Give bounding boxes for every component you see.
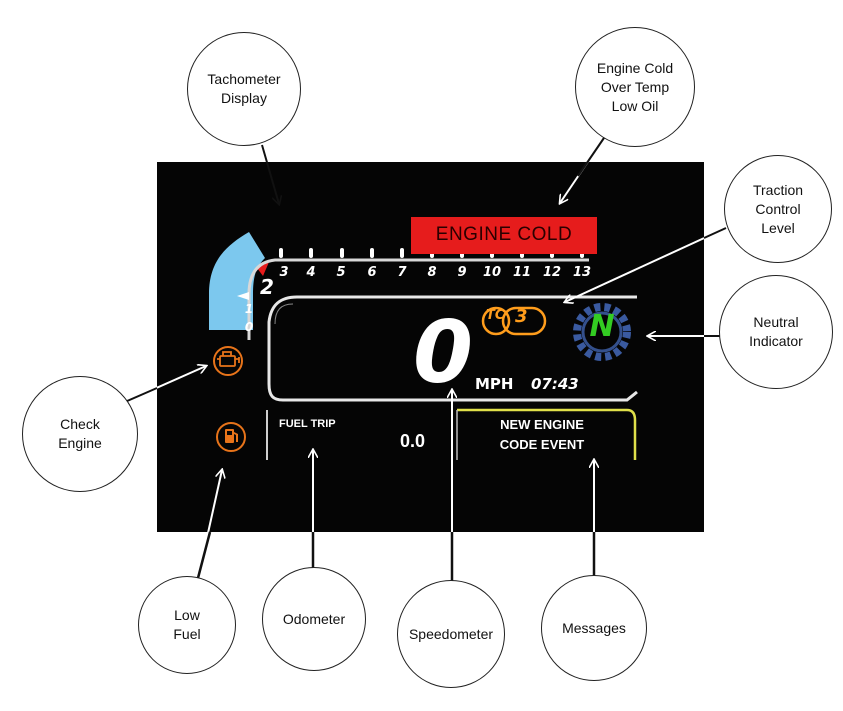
tachometer-arrow bbox=[261, 144, 279, 204]
tach-tick-label: 8 bbox=[427, 265, 437, 280]
tach-low-label: 0 bbox=[244, 320, 254, 334]
speed-panel-inner bbox=[274, 303, 294, 325]
tach-tick-label: 12 bbox=[542, 265, 562, 280]
engine-cold-text: ENGINE COLD bbox=[435, 224, 573, 245]
callout-speedometer: Speedometer bbox=[397, 580, 505, 688]
tach-tick bbox=[340, 248, 344, 258]
tach-tick-label: 4 bbox=[306, 265, 316, 280]
callout-speedometer-label: Speedometer bbox=[408, 625, 494, 642]
callout-low-fuel-label: Low Fuel bbox=[173, 607, 201, 642]
tach-tick bbox=[279, 248, 283, 258]
tach-red-marker bbox=[257, 262, 269, 276]
tach-tick bbox=[309, 248, 313, 258]
tach-low-marker bbox=[237, 292, 249, 300]
callout-messages: Messages bbox=[541, 575, 647, 681]
callout-odometer: Odometer bbox=[262, 567, 366, 671]
check-engine-indicator-ring bbox=[213, 346, 243, 376]
speed-unit: MPH bbox=[475, 375, 514, 393]
callout-low-fuel: Low Fuel bbox=[138, 576, 236, 674]
dashboard-graphics bbox=[209, 232, 638, 460]
gear-ring-inner bbox=[581, 311, 623, 353]
tach-tick-label: 7 bbox=[397, 265, 407, 280]
message-line-1: NEW ENGINE bbox=[500, 417, 584, 432]
tc-level-box bbox=[501, 306, 547, 336]
dashboard-display: ENGINE COLD 3 4 5 6 7 8 9 10 11 12 13 2 … bbox=[157, 162, 704, 532]
tach-tick-label: 9 bbox=[457, 265, 467, 280]
tach-tick bbox=[370, 248, 374, 258]
callout-messages-label: Messages bbox=[562, 619, 626, 636]
callout-tachometer-label: Tachometer Display bbox=[207, 71, 281, 106]
callout-odometer-label: Odometer bbox=[282, 610, 346, 627]
trip-label: FUEL TRIP bbox=[279, 418, 336, 430]
callout-traction-control: Traction Control Level bbox=[724, 155, 832, 263]
tach-tick-label: 10 bbox=[482, 265, 502, 280]
tc-level-value: 3 bbox=[515, 306, 528, 327]
message-box-border bbox=[457, 408, 637, 460]
tach-scale-line bbox=[247, 258, 589, 340]
message-line-2: CODE EVENT bbox=[499, 437, 585, 452]
tach-tick-label: 11 bbox=[512, 265, 532, 280]
gear-ring bbox=[573, 303, 631, 361]
low-fuel-indicator-ring bbox=[216, 422, 246, 452]
clock: 07:43 bbox=[531, 375, 579, 393]
engine-cold-warning bbox=[411, 217, 597, 254]
callout-check-engine-label: Check Engine bbox=[58, 416, 102, 451]
tach-low-label: 2 bbox=[260, 275, 274, 299]
callout-traction-control-label: Traction Control Level bbox=[752, 181, 804, 236]
tach-fill-arc bbox=[209, 232, 265, 330]
tach-tick-label: 3 bbox=[279, 265, 289, 280]
tach-tick-label: 13 bbox=[572, 265, 592, 280]
callout-neutral-label: Neutral Indicator bbox=[749, 314, 803, 349]
callout-engine-cold: Engine Cold Over Temp Low Oil bbox=[575, 27, 695, 147]
tc-badge-label: TC bbox=[486, 308, 505, 323]
fuel-pump-icon bbox=[225, 429, 238, 443]
odometer-value: 0.0 bbox=[400, 431, 426, 451]
callout-check-engine: Check Engine bbox=[22, 376, 138, 492]
tach-low-label: 1 bbox=[244, 302, 254, 316]
callout-engine-cold-label: Engine Cold Over Temp Low Oil bbox=[596, 59, 674, 114]
speed-panel-frame bbox=[267, 295, 638, 402]
tc-circle bbox=[481, 306, 511, 336]
check-engine-icon bbox=[217, 351, 240, 367]
neutral-indicator: N bbox=[589, 309, 615, 344]
callout-neutral: Neutral Indicator bbox=[719, 275, 833, 389]
speedometer-value: 0 bbox=[413, 303, 473, 403]
tach-tick-label: 6 bbox=[367, 265, 377, 280]
callout-tachometer: Tachometer Display bbox=[187, 32, 301, 146]
tach-tick bbox=[400, 248, 404, 258]
traction-control-arrow bbox=[565, 227, 727, 302]
tach-tick-label: 5 bbox=[336, 265, 346, 280]
